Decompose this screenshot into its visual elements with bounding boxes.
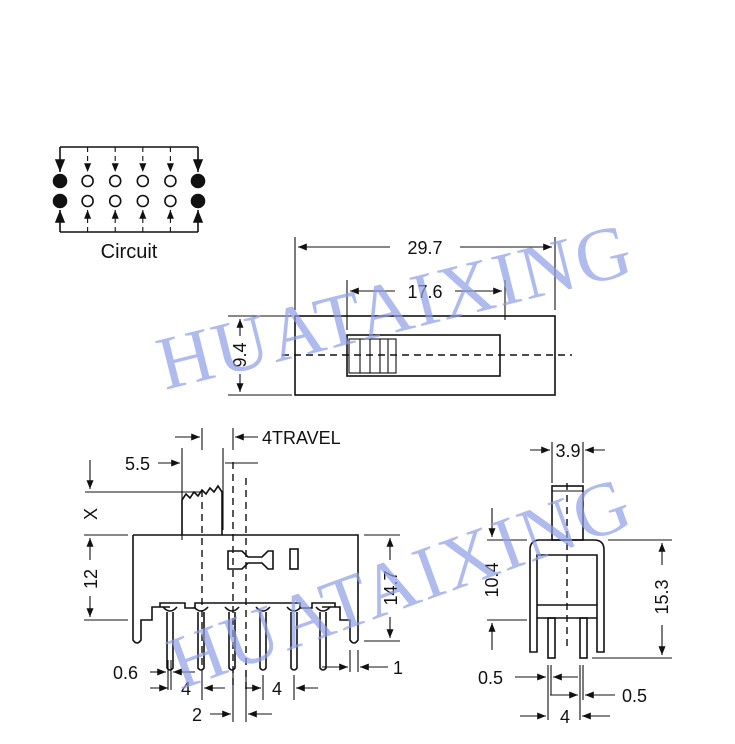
circuit-label: Circuit xyxy=(101,241,158,263)
dim-slot-length: 17.6 xyxy=(407,282,442,302)
top-view: 29.7 17.6 9.4 xyxy=(228,237,572,396)
dim-pin-width: 0.6 xyxy=(113,663,138,683)
dim-actuator-width: 5.5 xyxy=(125,454,150,474)
front-pin xyxy=(315,606,331,671)
slider-knob xyxy=(348,338,397,374)
side-view: 3.9 10.4 15.3 0.5 0.5 4 xyxy=(478,441,672,727)
dim-side-actuator-width: 3.9 xyxy=(555,441,580,461)
circuit-terminal xyxy=(190,173,206,189)
dim-side-pin-spacing: 4 xyxy=(560,707,570,727)
dim-pin-pitch-right: 4 xyxy=(272,679,282,699)
front-pin xyxy=(162,606,178,671)
circuit-terminal xyxy=(136,194,150,208)
dim-side-body-height: 10.4 xyxy=(482,562,502,597)
dim-overall-length: 29.7 xyxy=(407,238,442,258)
circuit-terminal xyxy=(190,193,206,209)
dim-total-height: 14.7 xyxy=(381,570,401,605)
front-pin xyxy=(255,606,271,671)
circuit-terminal xyxy=(108,194,122,208)
dim-center-offset: 2 xyxy=(192,705,202,725)
circuit-terminal xyxy=(52,173,68,189)
circuit-diagram: Circuit xyxy=(52,146,206,263)
dim-pin-pitch-left: 4 xyxy=(181,679,191,699)
dim-actuator-height: X xyxy=(81,508,101,520)
dim-side-total-height: 15.3 xyxy=(652,579,672,614)
circuit-terminal xyxy=(136,174,150,188)
circuit-terminal xyxy=(164,194,177,208)
circuit-terminal xyxy=(108,174,122,188)
dim-side-pin-width-right: 0.5 xyxy=(622,686,647,706)
dim-width: 9.4 xyxy=(230,342,250,367)
circuit-terminal xyxy=(164,174,177,188)
dim-travel: 4TRAVEL xyxy=(262,428,341,448)
circuit-terminal xyxy=(81,194,94,208)
dim-body-height: 12 xyxy=(81,569,101,589)
dim-side-pin-width-left: 0.5 xyxy=(478,668,503,688)
circuit-terminal xyxy=(81,174,94,188)
front-pin xyxy=(286,606,302,671)
front-pin xyxy=(193,606,209,671)
dim-leg-width: 1 xyxy=(393,658,403,678)
front-pin xyxy=(224,606,240,671)
front-view: 4TRAVEL 5.5 X 12 14.7 0.6 4 4 2 1 xyxy=(81,428,403,725)
circuit-terminal xyxy=(52,193,68,209)
